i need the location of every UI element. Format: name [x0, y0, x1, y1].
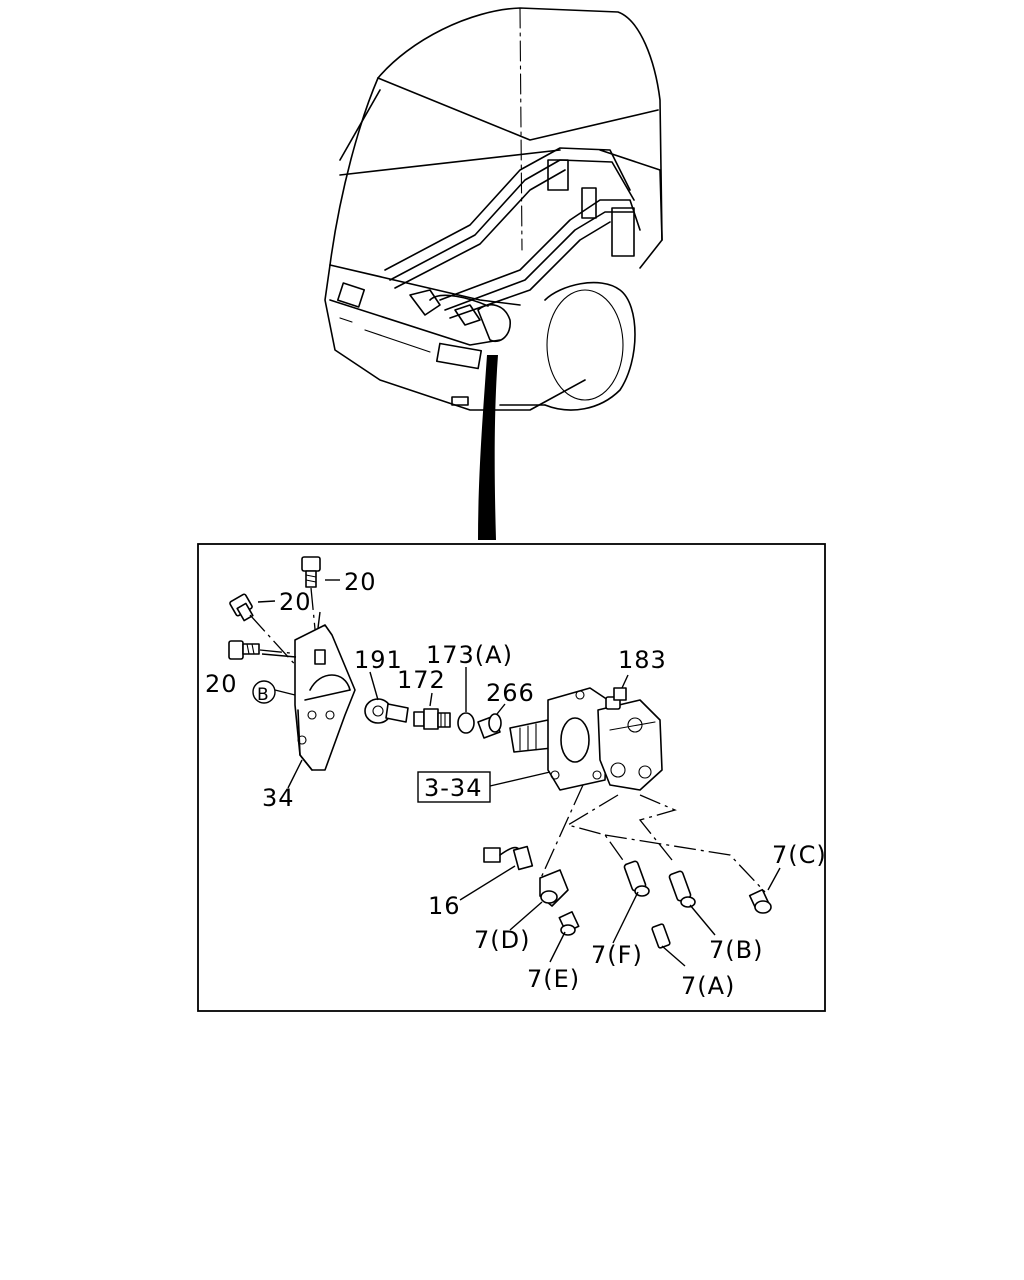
fitting-7d	[539, 869, 569, 907]
detail-box	[197, 543, 826, 1012]
pump-3-34	[509, 687, 663, 791]
callout-34: 34	[262, 784, 295, 812]
callout-183: 183	[618, 646, 667, 674]
fitting-7c	[748, 888, 772, 914]
truck-cab-illustration	[324, 7, 663, 411]
callout-191: 191	[354, 646, 403, 674]
callout-7d: 7(D)	[474, 926, 530, 954]
bolt-20-left	[228, 640, 260, 660]
detail-leader-arrow	[478, 355, 498, 540]
callout-20-top: 20	[344, 568, 377, 596]
bolt-20-top	[301, 556, 321, 588]
callout-173a: 173(A)	[426, 641, 513, 669]
callout-b-circle	[252, 680, 276, 704]
callout-266: 266	[486, 679, 535, 707]
callout-3-34: 3-34	[424, 774, 482, 802]
callout-7a: 7(A)	[681, 972, 735, 1000]
callout-20-middle: 20	[279, 588, 312, 616]
fitting-7e	[558, 910, 580, 936]
sleeve-266	[477, 713, 502, 739]
callout-7c: 7(C)	[772, 841, 827, 869]
callout-7f: 7(F)	[591, 941, 643, 969]
callout-3-34-box	[417, 771, 491, 803]
fitting-172	[413, 708, 451, 730]
callout-20-left: 20	[205, 670, 238, 698]
callout-16: 16	[428, 892, 461, 920]
sensor-16	[483, 845, 534, 871]
fitting-7f	[623, 860, 650, 897]
fitting-7a	[651, 923, 671, 949]
callout-7b: 7(B)	[709, 936, 763, 964]
washer-173a	[457, 712, 475, 734]
bolt-20-middle	[229, 593, 254, 622]
bracket-34	[294, 624, 356, 771]
callout-b: B	[257, 685, 270, 705]
callout-172: 172	[397, 666, 446, 694]
fitting-7b	[668, 870, 696, 908]
callout-7e: 7(E)	[527, 965, 580, 993]
fitting-191	[364, 698, 409, 724]
